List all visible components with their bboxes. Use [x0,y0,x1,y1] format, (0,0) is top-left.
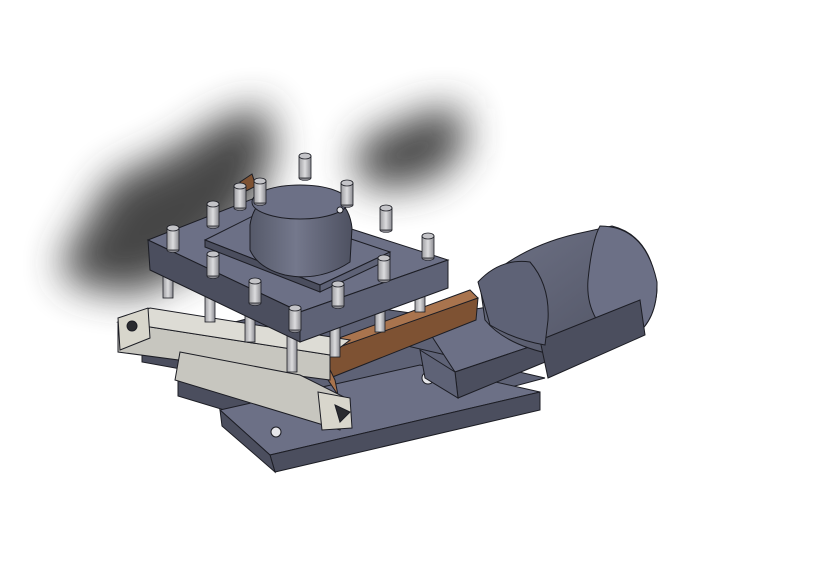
head-bolt [298,152,312,181]
head-bolt [253,177,267,206]
head-bolt [206,250,220,279]
head-bolt [233,182,247,211]
drive-motor [477,225,658,379]
head-bolt [340,179,354,208]
center-dome [249,184,353,278]
front-insert [317,391,353,431]
head-bolt [206,200,220,229]
slide-extension-end [419,348,459,399]
motor-collar [477,260,549,346]
front-insert-tip [334,404,351,423]
shadow-left-lobe [60,105,275,295]
motor-flange [539,299,646,379]
head-bolts [166,152,435,333]
dome-pin [336,206,344,214]
head-bolt [248,277,262,306]
base-hole-front [270,426,282,438]
head-bolt [379,204,393,233]
bottom-plate-side [219,408,276,474]
shadow-right-lobe [355,108,465,190]
drop-shadow [60,105,465,295]
head-right-face [299,259,449,343]
head-bolt [288,304,302,333]
left-insert-screw [126,320,138,332]
head-bolt [331,280,345,309]
head-bolt [377,254,391,283]
head-bolt [166,224,180,253]
head-bolt [421,232,435,261]
